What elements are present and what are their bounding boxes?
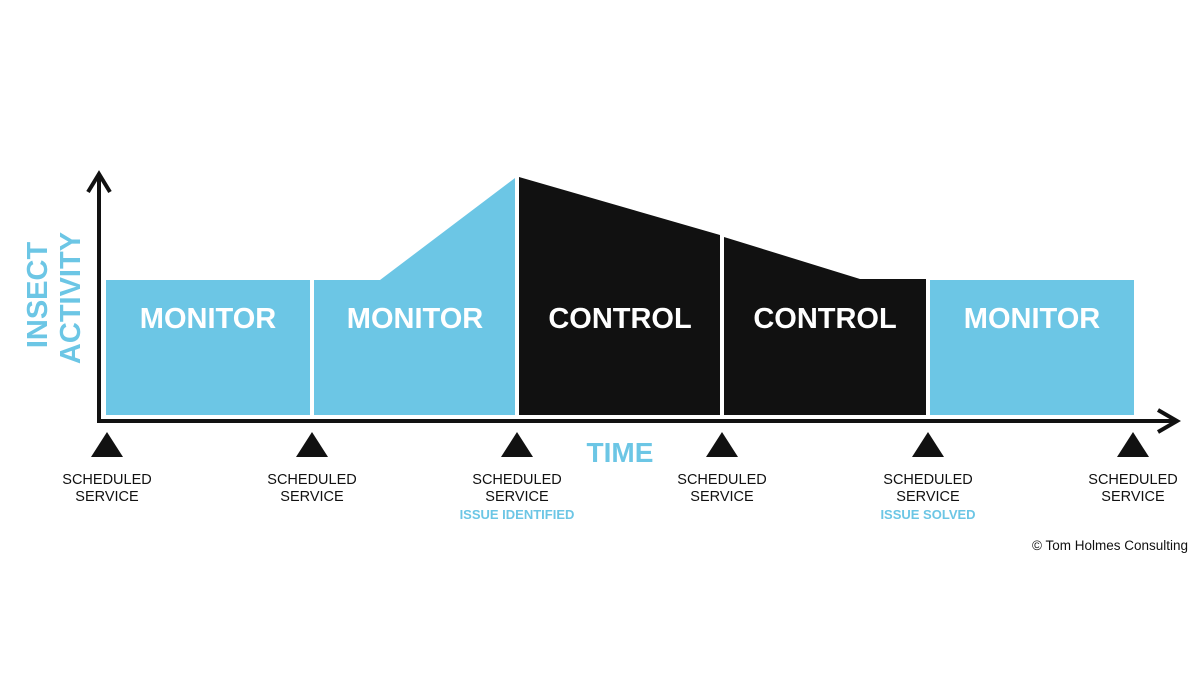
service-6-label-line1: SCHEDULED (1088, 472, 1177, 488)
service-1-marker-icon (91, 432, 123, 457)
service-6-label-line2: SERVICE (1101, 489, 1165, 505)
service-5-note: ISSUE SOLVED (880, 507, 975, 522)
y-axis-label-line2: ACTIVITY (55, 232, 87, 364)
phase-5-label: MONITOR (964, 303, 1100, 335)
service-1-label-line2: SERVICE (75, 489, 139, 505)
service-3-note: ISSUE IDENTIFIED (460, 507, 575, 522)
service-3-label-line1: SCHEDULED (472, 472, 561, 488)
service-2-label-line1: SCHEDULED (267, 472, 356, 488)
service-1-label-line1: SCHEDULED (62, 472, 151, 488)
copyright-text: © Tom Holmes Consulting (1032, 538, 1188, 553)
y-axis-arrowhead (86, 170, 112, 194)
service-4-label-line2: SERVICE (690, 489, 754, 505)
phase-4-label: CONTROL (753, 303, 896, 335)
service-6-marker-icon (1117, 432, 1149, 457)
service-2-marker-icon (296, 432, 328, 457)
phase-1-monitor-area (106, 280, 310, 415)
phase-5-monitor-area (930, 280, 1134, 415)
phase-3-label: CONTROL (548, 303, 691, 335)
phase-4-control-area (724, 237, 926, 415)
phase-3-control-area (519, 177, 720, 415)
service-5-label-line2: SERVICE (896, 489, 960, 505)
service-4-marker-icon (706, 432, 738, 457)
service-2-label-line2: SERVICE (280, 489, 344, 505)
phase-2-monitor-area (314, 178, 515, 415)
service-3-marker-icon (501, 432, 533, 457)
service-4-label-line1: SCHEDULED (677, 472, 766, 488)
x-axis-arrowhead (1156, 408, 1181, 434)
phase-2-label: MONITOR (347, 303, 483, 335)
x-axis-label: TIME (587, 437, 654, 468)
phase-1-label: MONITOR (140, 303, 276, 335)
y-axis-label-line1: INSECT (22, 242, 54, 349)
service-5-marker-icon (912, 432, 944, 457)
service-3-label-line2: SERVICE (485, 489, 549, 505)
service-5-label-line1: SCHEDULED (883, 472, 972, 488)
